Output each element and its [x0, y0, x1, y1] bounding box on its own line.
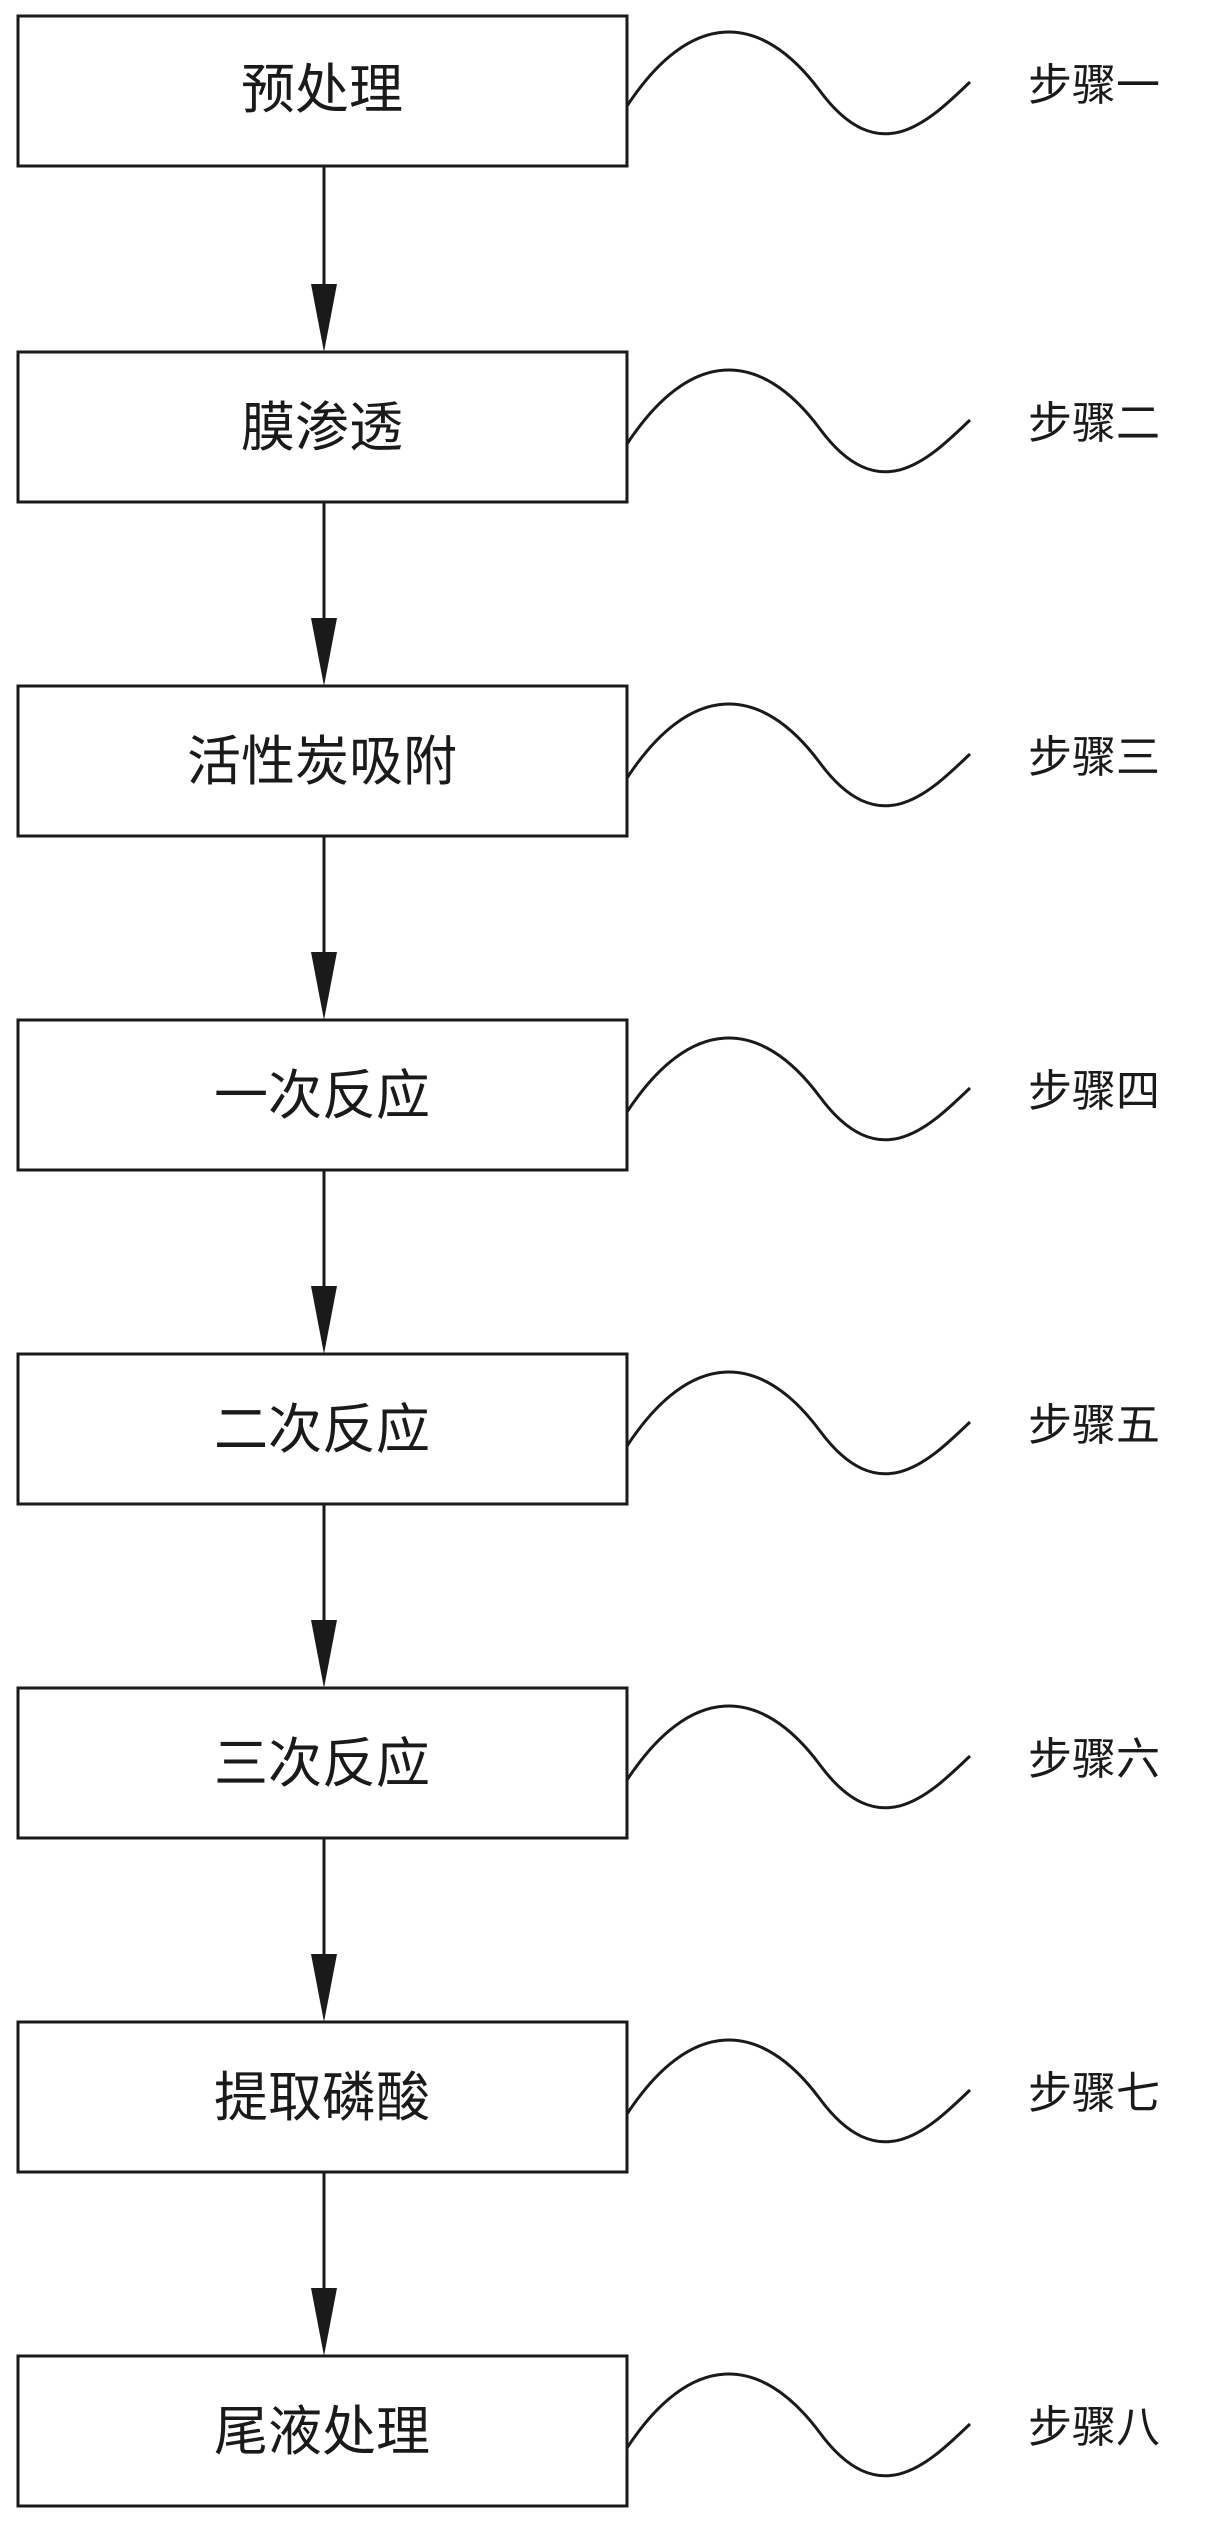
arrow-head: [311, 1286, 337, 1354]
step-box: [16, 1352, 629, 1506]
step-text: 膜渗透: [241, 396, 403, 459]
arrow-5-6: [311, 1504, 337, 1688]
arrow-1-2: [311, 166, 337, 352]
leader-wave: [625, 368, 972, 474]
step-label: 步骤五: [1028, 1400, 1160, 1451]
arrow-head: [311, 284, 337, 352]
leader-wave: [625, 1036, 972, 1142]
arrow-3-4: [311, 836, 337, 1020]
arrow-head: [311, 1954, 337, 2022]
step-label: 步骤四: [1028, 1066, 1160, 1117]
step-box: [16, 1686, 629, 1840]
step-6: 三次反应 步骤六: [16, 1686, 1160, 1840]
step-box: [16, 2020, 629, 2174]
arrow-6-7: [311, 1838, 337, 2022]
step-8: 尾液处理 步骤八: [16, 2354, 1160, 2508]
step-label: 步骤七: [1028, 2068, 1160, 2119]
arrow-4-5: [311, 1170, 337, 1354]
step-7: 提取磷酸 步骤七: [16, 2020, 1160, 2174]
step-text: 预处理: [241, 58, 403, 121]
step-box: [16, 684, 629, 838]
step-4: 一次反应 步骤四: [16, 1018, 1160, 1172]
step-5: 二次反应 步骤五: [16, 1352, 1160, 1506]
step-text: 二次反应: [214, 1398, 430, 1461]
arrow-2-3: [311, 502, 337, 686]
step-box: [16, 2354, 629, 2508]
arrow-7-8: [311, 2172, 337, 2356]
step-box: [16, 350, 629, 504]
step-label: 步骤二: [1028, 398, 1160, 449]
arrow-head: [311, 952, 337, 1020]
leader-wave: [625, 2038, 972, 2144]
step-label: 步骤八: [1028, 2402, 1160, 2453]
leader-wave: [625, 1370, 972, 1476]
step-label: 步骤一: [1028, 60, 1160, 111]
arrow-head: [311, 618, 337, 686]
step-2: 膜渗透 步骤二: [16, 350, 1160, 504]
step-text: 一次反应: [214, 1064, 430, 1127]
leader-wave: [625, 702, 972, 808]
step-label: 步骤六: [1028, 1734, 1160, 1785]
arrow-head: [311, 2288, 337, 2356]
leader-wave: [625, 1704, 972, 1810]
leader-wave: [625, 2372, 972, 2478]
arrow-head: [311, 1620, 337, 1688]
step-text: 活性炭吸附: [187, 730, 457, 793]
step-3: 活性炭吸附 步骤三: [16, 684, 1160, 838]
leader-wave: [625, 30, 972, 136]
step-text: 尾液处理: [214, 2400, 430, 2463]
step-box: [16, 14, 629, 168]
step-text: 三次反应: [214, 1732, 430, 1795]
step-label: 步骤三: [1028, 732, 1160, 783]
step-text: 提取磷酸: [214, 2066, 430, 2129]
step-1: 预处理 步骤一: [16, 14, 1160, 168]
